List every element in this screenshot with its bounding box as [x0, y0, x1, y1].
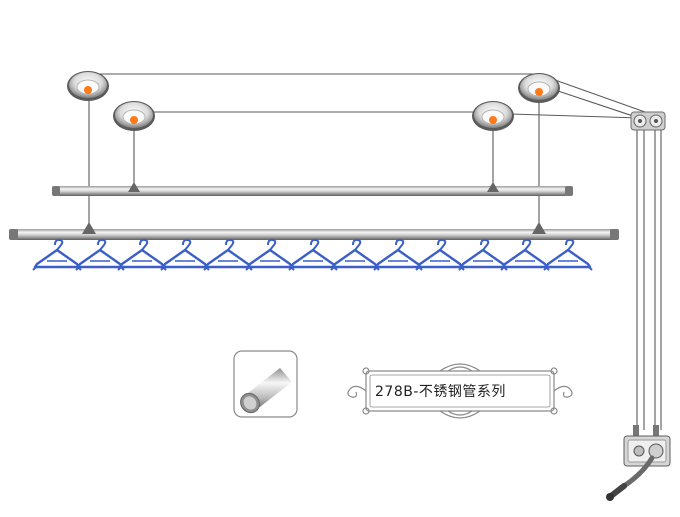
hanger-icon: [499, 238, 551, 272]
hanger-icon: [116, 238, 168, 272]
clothes-hangers: [31, 238, 594, 272]
hanger-icon: [287, 238, 339, 272]
hanger-icon: [372, 238, 424, 272]
lower-drying-rod: [9, 222, 619, 240]
hanger-icon: [74, 238, 126, 272]
upper-drying-rod: [52, 182, 573, 196]
hanger-icon: [244, 238, 296, 272]
hanger-icon: [159, 238, 211, 272]
hanger-icon: [542, 238, 594, 272]
product-series-label: 278B-不锈钢管系列: [375, 384, 506, 400]
hand-crank-icon: [606, 425, 671, 501]
hanger-icon: [202, 238, 254, 272]
hanger-icon: [329, 238, 381, 272]
ornamental-frame-icon: [347, 363, 573, 419]
corner-pulley-block: [630, 111, 666, 131]
ceiling-pulley-icon: [66, 70, 561, 132]
hanger-icon: [31, 238, 83, 272]
hanger-icon: [457, 238, 509, 272]
hanger-icon: [414, 238, 466, 272]
cable-lines: [88, 73, 662, 430]
steel-tube-icon: [233, 350, 298, 418]
